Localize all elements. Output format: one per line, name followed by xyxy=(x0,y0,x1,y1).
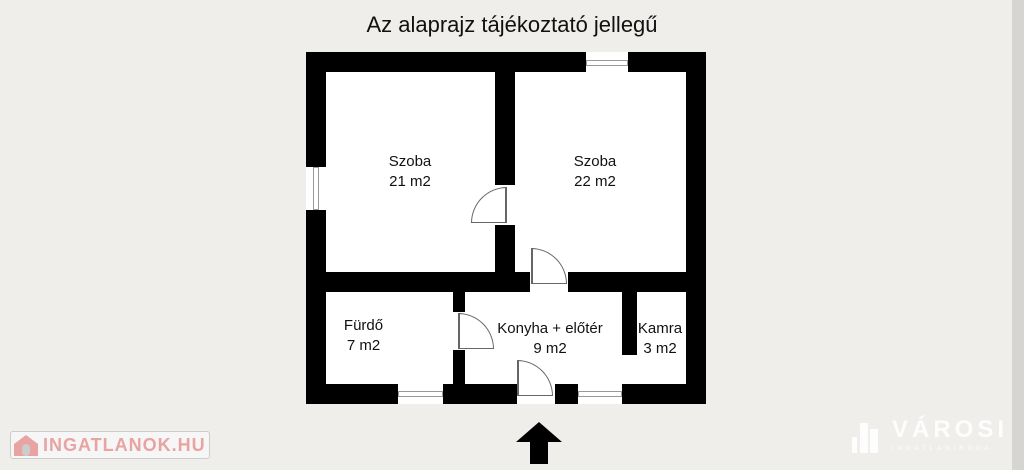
wall xyxy=(568,272,706,292)
entrance-arrow-icon xyxy=(516,422,562,464)
wall xyxy=(453,350,465,384)
wall xyxy=(555,384,578,404)
wall xyxy=(306,52,586,72)
varosi-watermark: VÁROSI INGATLANIRODA xyxy=(850,410,1010,460)
window xyxy=(313,167,319,210)
ingatlanok-watermark: INGATLANOK.HU xyxy=(10,431,210,459)
wall xyxy=(306,384,398,404)
wall xyxy=(443,384,517,404)
house-icon xyxy=(14,435,38,456)
page-title: Az alaprajz tájékoztató jellegű xyxy=(366,12,658,37)
wall xyxy=(622,292,637,355)
window xyxy=(586,60,628,66)
wall xyxy=(622,384,706,404)
window xyxy=(578,391,622,397)
wall xyxy=(686,52,706,404)
wall xyxy=(306,272,530,292)
watermark-text: VÁROSI xyxy=(892,416,1009,443)
wall xyxy=(453,292,465,312)
wall xyxy=(306,210,326,404)
wall xyxy=(495,72,515,185)
watermark-text: INGATLANOK.HU xyxy=(43,434,206,455)
watermark-subtext: INGATLANIRODA xyxy=(892,446,993,452)
edge-strip xyxy=(1012,0,1024,470)
building-icon xyxy=(852,423,878,453)
window xyxy=(398,391,443,397)
wall xyxy=(306,52,326,167)
